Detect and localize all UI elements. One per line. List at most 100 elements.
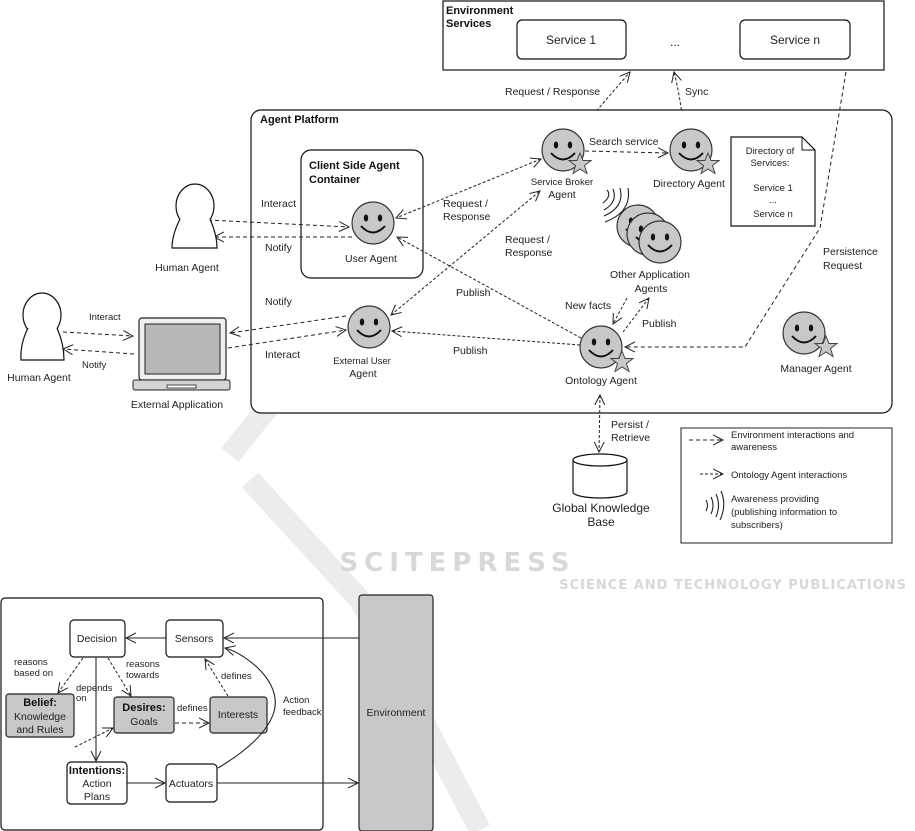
service-1-box: Service 1 <box>516 19 627 60</box>
manager-agent-label: Manager Agent <box>780 363 851 375</box>
req-resp-1b: Response <box>443 211 490 223</box>
desires-box: Desires: Goals <box>113 696 175 734</box>
persistence-request-arrow <box>625 71 847 347</box>
reasons-towards-label-2: towards <box>126 670 160 681</box>
directory-doc-line3: Service 1 <box>753 183 793 194</box>
legend-aware-label: Awareness providing <box>731 494 819 505</box>
watermark-main: SCITEPRESS <box>339 548 576 578</box>
laptop-icon <box>132 317 231 391</box>
reasons-based-label-2: based on <box>14 668 53 679</box>
persist-label-2: Retrieve <box>611 432 650 444</box>
legend-env-label: Environment interactions and <box>731 430 854 441</box>
decision-label: Decision <box>77 633 117 645</box>
interests-box: Interests <box>209 696 268 734</box>
notify-app-arrow <box>230 315 347 333</box>
req-resp-2b: Response <box>505 247 552 259</box>
interests-defines-arrow <box>205 659 229 697</box>
user-agent: User Agent <box>345 201 397 265</box>
intentions-line3: Plans <box>84 791 110 803</box>
intentions-box: Intentions: Action Plans <box>66 761 128 805</box>
person-icon <box>20 292 65 361</box>
desires-line2: Goals <box>130 716 157 728</box>
interact-label-2: Interact <box>265 349 300 361</box>
directory-doc-line5: Service n <box>753 209 793 220</box>
external-user-label: External User <box>333 356 391 367</box>
database-icon <box>572 453 628 499</box>
reasons-towards-label: reasons <box>126 659 160 670</box>
manager-agent: Manager Agent <box>780 311 852 375</box>
environment-services: Environment Services Service 1 ... Servi… <box>442 0 885 71</box>
other-application-agents: Other Application Agents <box>610 204 690 295</box>
belief-line2: Knowledge <box>14 711 66 723</box>
reasons-based-arrow <box>58 657 84 693</box>
external-application: External Application <box>131 317 231 411</box>
depends-label-2: on <box>76 693 87 704</box>
service-n-box: Service n <box>739 19 851 60</box>
other-agents-label-2: Agents <box>635 283 668 295</box>
defines-label-2: defines <box>221 671 252 682</box>
legend-env-label-2: awareness <box>731 442 777 453</box>
interact-label-1: Interact <box>261 198 296 210</box>
notify-label-2: Notify <box>265 296 293 308</box>
human-agent-left: Human Agent <box>7 292 71 384</box>
awareness-waves-icon <box>602 187 630 223</box>
belief-line3: and Rules <box>16 724 63 736</box>
depends-on-arrow <box>74 728 113 748</box>
services-ellipsis: ... <box>670 35 680 49</box>
outside-interact-label: Interact <box>89 312 121 323</box>
belief-title: Belief: <box>23 697 57 709</box>
persistence-label: Persistence <box>823 246 878 258</box>
service-broker-agent: Service Broker Agent <box>531 128 593 201</box>
service-broker-label: Service Broker <box>531 177 593 188</box>
external-user-label-2: Agent <box>349 368 377 380</box>
intentions-title: Intentions: <box>69 765 125 777</box>
publish-other-arrow <box>622 298 649 333</box>
container-title: Client Side Agent <box>309 160 400 172</box>
directory-agent-label: Directory Agent <box>653 178 725 190</box>
publish-label-1: Publish <box>456 287 491 299</box>
kb-label: Global Knowledge <box>552 501 650 515</box>
desires-title: Desires: <box>122 702 165 714</box>
external-user-agent-icon <box>347 305 391 349</box>
service-broker-label-2: Agent <box>548 189 576 201</box>
global-knowledge-base: Global Knowledge Base <box>552 453 650 529</box>
notify-label-1: Notify <box>265 242 293 254</box>
search-service-label: Search service <box>589 136 659 148</box>
manager-agent-icon <box>782 311 826 355</box>
directory-document: Directory of Services: Service 1 ... Ser… <box>730 136 816 227</box>
env-services-title-2: Services <box>446 18 491 30</box>
directory-doc-line2: Services: <box>750 158 789 169</box>
external-broker-arrow <box>391 191 540 315</box>
user-agent-icon <box>351 201 395 245</box>
directory-doc-line4: ... <box>769 195 777 206</box>
human-interact-arrow <box>62 332 133 336</box>
req-resp-1: Request / <box>443 198 488 210</box>
person-icon <box>171 183 218 249</box>
ontology-agent: Ontology Agent <box>565 325 637 387</box>
outside-notify-label: Notify <box>82 360 107 371</box>
env-services-title: Environment <box>446 5 514 17</box>
human-agent-1-label: Human Agent <box>155 262 219 274</box>
environment-label: Environment <box>367 707 426 719</box>
sensors-label: Sensors <box>175 633 214 645</box>
top-request-response-label: Request / Response <box>505 86 600 98</box>
publish-external-arrow <box>392 331 581 346</box>
sensors-box: Sensors <box>165 619 224 658</box>
persist-retrieve-arrow <box>599 395 600 452</box>
publish-label-2: Publish <box>453 345 488 357</box>
new-facts-label: New facts <box>565 300 611 312</box>
interests-label: Interests <box>218 709 258 721</box>
container-title-2: Container <box>309 174 361 186</box>
external-application-label: External Application <box>131 399 223 411</box>
directory-agent: Directory Agent <box>653 128 725 190</box>
actuators-box: Actuators <box>165 763 218 803</box>
human-agent-top: Human Agent <box>155 183 219 274</box>
legend-awareness-icon <box>705 490 725 521</box>
agent-icon-front <box>638 220 682 264</box>
reasons-towards-arrow <box>107 657 131 696</box>
human-agent-2-label: Human Agent <box>7 372 71 384</box>
persist-label: Persist / <box>611 419 649 431</box>
ontology-agent-label: Ontology Agent <box>565 375 637 387</box>
agent-platform: Agent Platform Client Side Agent Contain… <box>207 71 893 414</box>
service-1-label: Service 1 <box>546 33 596 47</box>
